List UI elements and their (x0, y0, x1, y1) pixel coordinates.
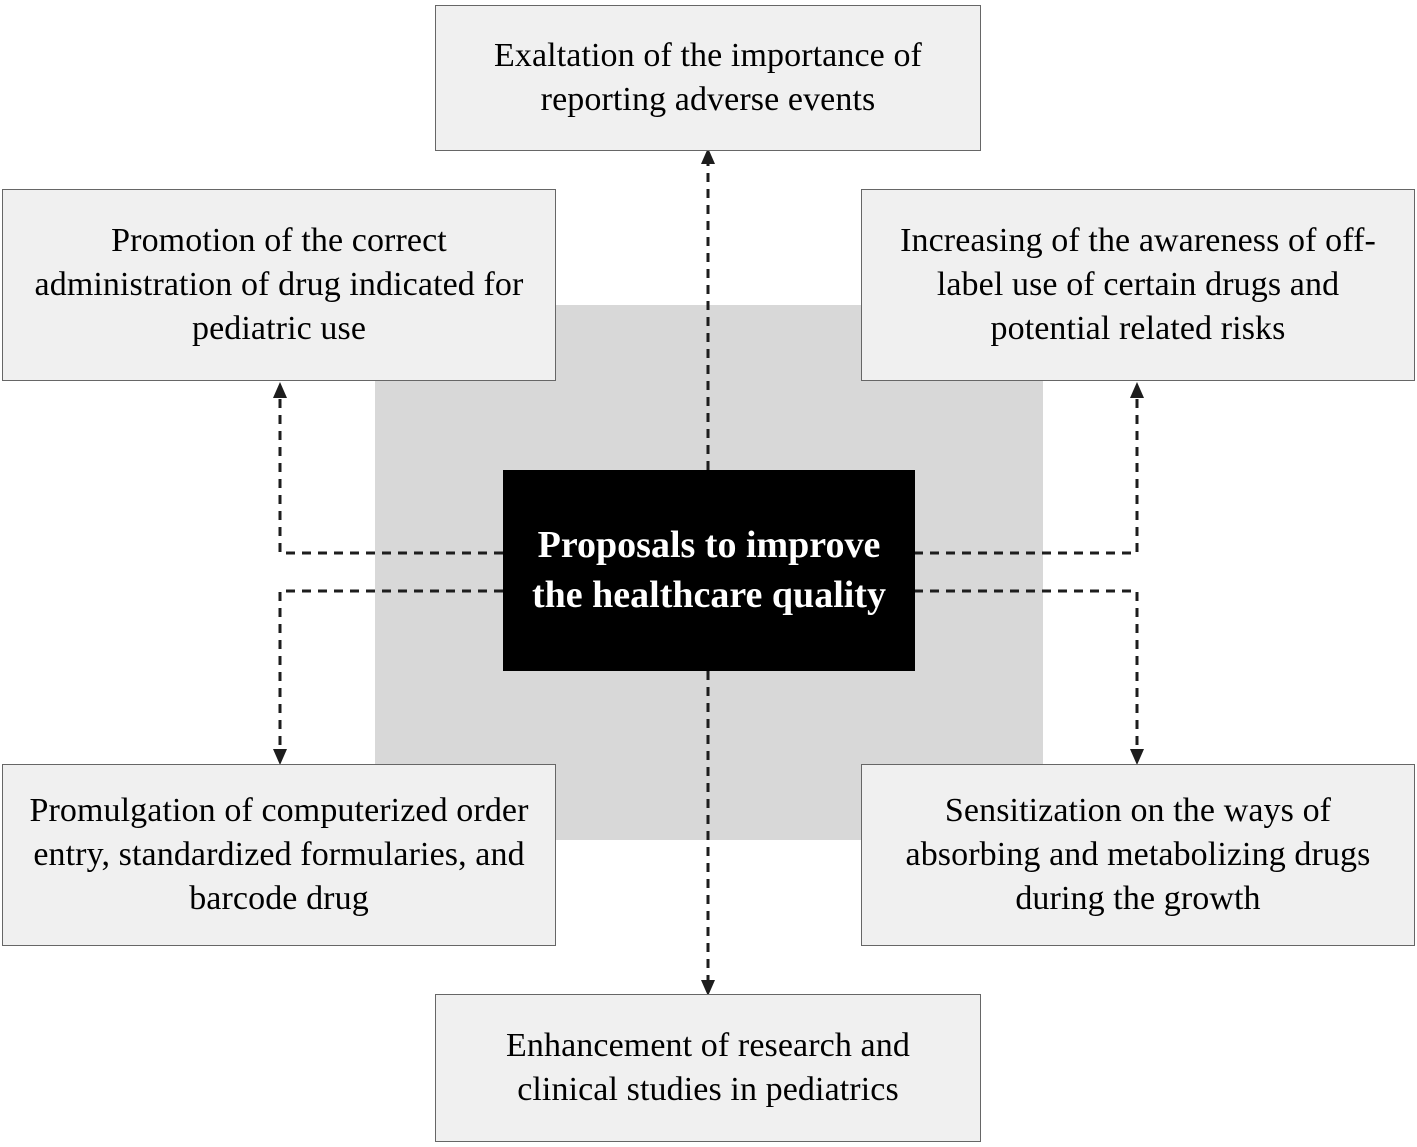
node-bottom-left-label: Promulgation of computerized order entry… (29, 791, 529, 918)
connector-hub-to-top-right (914, 392, 1139, 555)
arrowhead-top-left (273, 382, 287, 398)
arrowhead-top-right (1130, 382, 1144, 398)
connector-hub-to-bottom-right (914, 589, 1139, 755)
node-bottom[interactable]: Enhancement of research and clinical stu… (435, 994, 981, 1142)
node-bottom-right-label: Sensitization on the ways of absorbing a… (905, 791, 1371, 918)
arrowhead-top (701, 148, 715, 164)
arrowhead-bottom (701, 980, 715, 996)
node-top-right[interactable]: Increasing of the awareness of off-label… (861, 189, 1415, 381)
node-top-right-label: Increasing of the awareness of off-label… (900, 221, 1376, 348)
node-bottom-label: Enhancement of research and clinical stu… (506, 1026, 910, 1108)
central-hub[interactable]: Proposals to improve the healthcare qual… (503, 470, 915, 671)
connector-hub-to-bottom-left (278, 589, 503, 755)
node-bottom-right[interactable]: Sensitization on the ways of absorbing a… (861, 764, 1415, 946)
arrowhead-bottom-right (1130, 749, 1144, 765)
node-top-left-label: Promotion of the correct administration … (34, 221, 524, 348)
node-top-label: Exaltation of the importance of reportin… (494, 36, 922, 118)
arrowhead-bottom-left (273, 749, 287, 765)
node-bottom-left[interactable]: Promulgation of computerized order entry… (2, 764, 556, 946)
node-top[interactable]: Exaltation of the importance of reportin… (435, 5, 981, 151)
connector-hub-to-top-left (278, 392, 503, 555)
central-hub-label: Proposals to improve the healthcare qual… (532, 524, 886, 616)
node-top-left[interactable]: Promotion of the correct administration … (2, 189, 556, 381)
